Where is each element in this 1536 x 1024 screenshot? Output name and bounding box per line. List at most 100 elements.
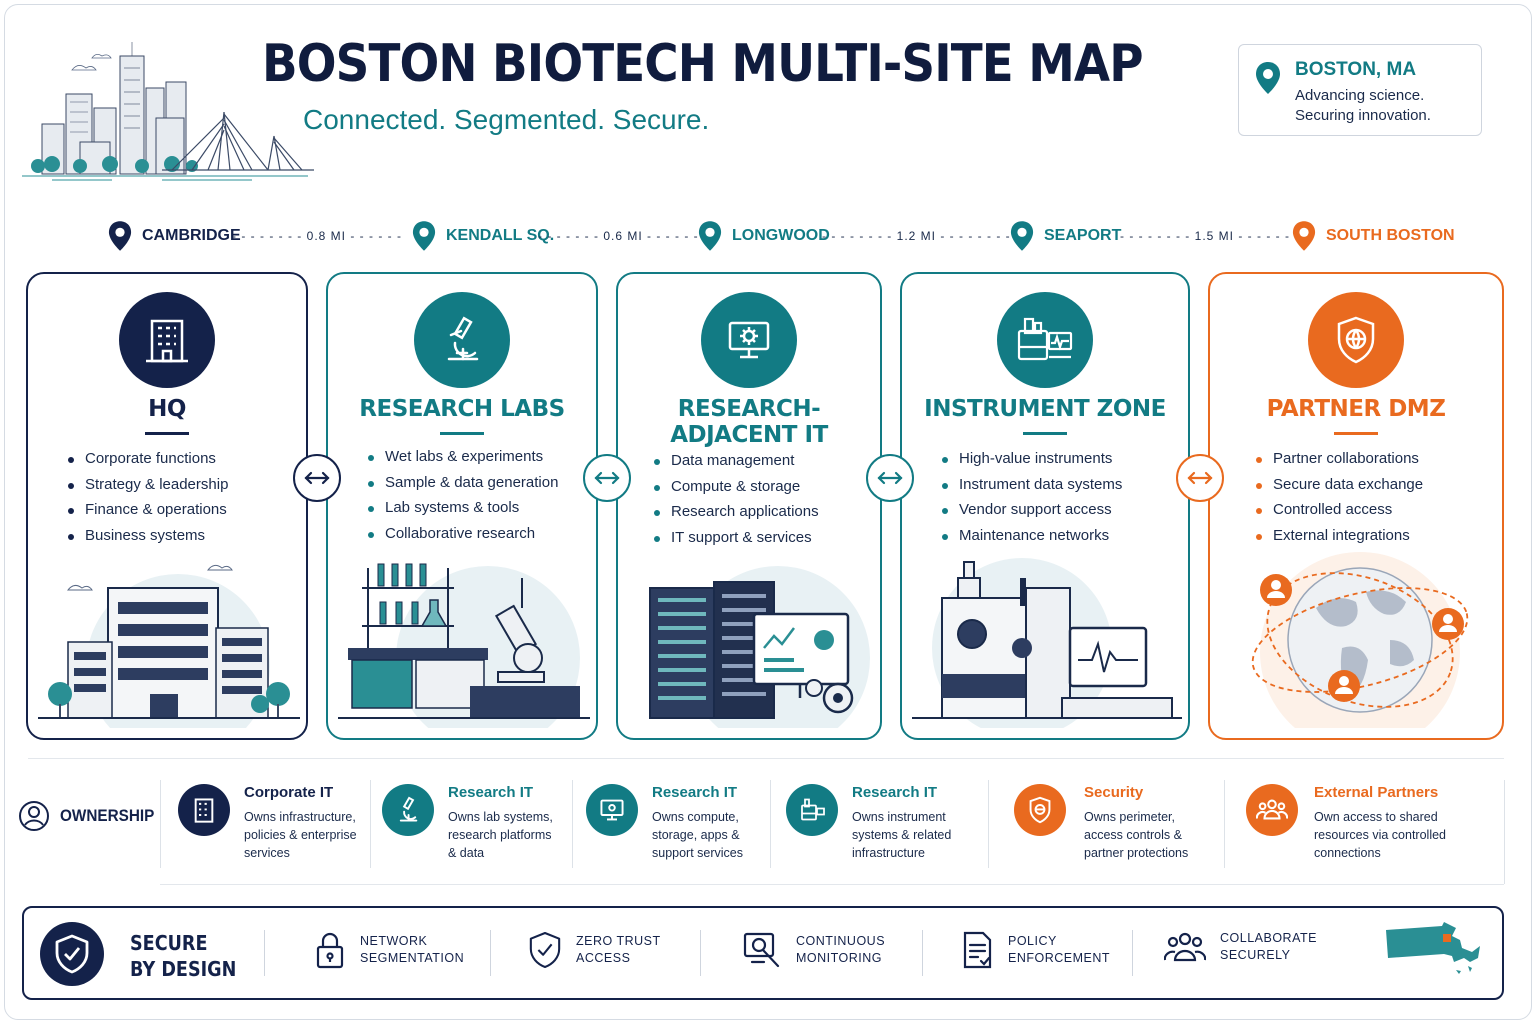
bullet-item: Corporate functions	[68, 450, 228, 476]
bullet-item: Secure data exchange	[1256, 476, 1423, 502]
partner-globe-illustration	[1251, 552, 1469, 728]
divider	[770, 780, 771, 868]
site-bullets: Wet labs & experiments Sample & data gen…	[368, 448, 558, 550]
site-card-research-adjacent-it: RESEARCH-ADJACENT IT Data management Com…	[616, 272, 882, 740]
divider	[160, 884, 1504, 885]
map-pin-icon	[698, 221, 722, 251]
site-bullets: Corporate functions Strategy & leadershi…	[68, 450, 228, 552]
instrument-icon	[786, 784, 838, 836]
divider	[370, 780, 371, 868]
owner-title: Corporate IT	[244, 784, 334, 801]
route-distance: - - - - - - - - 1.2 MI - - - - - - - - -	[822, 229, 1020, 243]
bullet-item: Finance & operations	[68, 501, 228, 527]
location-tagline-1: Advancing science.	[1295, 87, 1425, 104]
route-distance: - - - - - - - - 0.8 MI - - - - - -	[232, 229, 402, 243]
microscope-icon	[382, 784, 434, 836]
owner-title: External Partners	[1314, 784, 1439, 801]
bullet-item: Lab systems & tools	[368, 499, 558, 525]
route-distance: - - - - - - - 0.6 MI - - - - - - - -	[538, 229, 718, 243]
user-circle-icon	[19, 801, 49, 831]
lab-instrument-illustration	[912, 558, 1182, 728]
divider	[700, 930, 701, 976]
bullet-item: Business systems	[68, 527, 228, 553]
ownership-label: OWNERSHIP	[18, 800, 165, 832]
shield-globe-icon	[1014, 784, 1066, 836]
map-pin-icon	[108, 221, 132, 251]
server-rack-illustration	[649, 566, 870, 728]
map-pin-icon	[1292, 221, 1316, 251]
title-underline	[145, 432, 189, 435]
site-bullets: Data management Compute & storage Resear…	[654, 452, 819, 554]
shield-check-icon	[529, 931, 561, 969]
route-stop-label: LONGWOOD	[732, 227, 830, 244]
site-card-research-labs: RESEARCH LABS Wet labs & experiments Sam…	[326, 272, 598, 740]
page-title: BOSTON BIOTECH MULTI-SITE MAP	[262, 34, 1144, 94]
route-stop-kendall: KENDALL SQ.	[412, 220, 554, 252]
site-title: HQ	[148, 396, 186, 422]
owner-description: Owns compute,storage, apps &support serv…	[652, 810, 744, 860]
divider	[160, 780, 161, 868]
route-stop-label: SOUTH BOSTON	[1326, 227, 1455, 244]
bullet-item: Vendor support access	[942, 501, 1122, 527]
monitor-gear-icon	[586, 784, 638, 836]
route-distance: - - - - - - - - 1.5 MI - - - - - - - -	[1120, 229, 1309, 243]
title-underline	[440, 432, 484, 435]
instrument-icon	[997, 292, 1093, 388]
site-card-hq: HQ Corporate functions Strategy & leader…	[26, 272, 308, 740]
bullet-item: High-value instruments	[942, 450, 1122, 476]
divider	[572, 780, 573, 868]
owner-description: Owns infrastructure,policies & enterpris…	[244, 810, 357, 860]
bullet-item: Wet labs & experiments	[368, 448, 558, 474]
site-bullets: Partner collaborations Secure data excha…	[1256, 450, 1423, 552]
people-group-icon	[1246, 784, 1298, 836]
magnifier-monitor-icon	[743, 932, 780, 968]
site-title: RESEARCH LABS	[359, 396, 565, 422]
divider	[28, 758, 1504, 759]
page-subtitle: Connected. Segmented. Secure.	[303, 104, 710, 135]
people-group-icon	[1164, 932, 1206, 962]
bullet-item: Collaborative research	[368, 525, 558, 551]
bullet-item: Partner collaborations	[1256, 450, 1423, 476]
route-stop-cambridge: CAMBRIDGE	[108, 220, 241, 252]
route-stop-label: SEAPORT	[1044, 227, 1122, 244]
bullet-item: IT support & services	[654, 529, 819, 555]
route-stop-label: KENDALL SQ.	[446, 227, 555, 244]
monitor-gear-icon	[701, 292, 797, 388]
bullet-item: External integrations	[1256, 527, 1423, 553]
lab-bench-illustration	[338, 563, 590, 728]
divider	[922, 930, 923, 976]
divider	[988, 780, 989, 868]
lock-icon	[316, 932, 344, 969]
massachusetts-map-icon	[1386, 922, 1480, 974]
boston-skyline-illustration	[22, 42, 314, 181]
bullet-item: Sample & data generation	[368, 474, 558, 500]
microscope-icon	[414, 292, 510, 388]
bullet-item: Maintenance networks	[942, 527, 1122, 553]
bidirectional-connector-icon	[1176, 454, 1224, 502]
location-tagline-2: Securing innovation.	[1295, 107, 1431, 124]
divider	[490, 930, 491, 976]
bullet-item: Strategy & leadership	[68, 476, 228, 502]
shield-check-icon	[40, 922, 104, 986]
map-pin-icon	[1256, 62, 1280, 94]
bullet-item: Instrument data systems	[942, 476, 1122, 502]
bullet-item: Research applications	[654, 503, 819, 529]
bidirectional-connector-icon	[583, 454, 631, 502]
bidirectional-connector-icon	[293, 454, 341, 502]
owner-description: Owns perimeter,access controls &partner …	[1084, 810, 1189, 860]
site-title: RESEARCH-ADJACENT IT	[670, 396, 828, 448]
headquarters-building-illustration	[38, 564, 300, 728]
site-title: PARTNER DMZ	[1266, 396, 1446, 422]
owner-title: Security	[1084, 784, 1144, 801]
site-card-instrument-zone: INSTRUMENT ZONE High-value instruments I…	[900, 272, 1190, 740]
